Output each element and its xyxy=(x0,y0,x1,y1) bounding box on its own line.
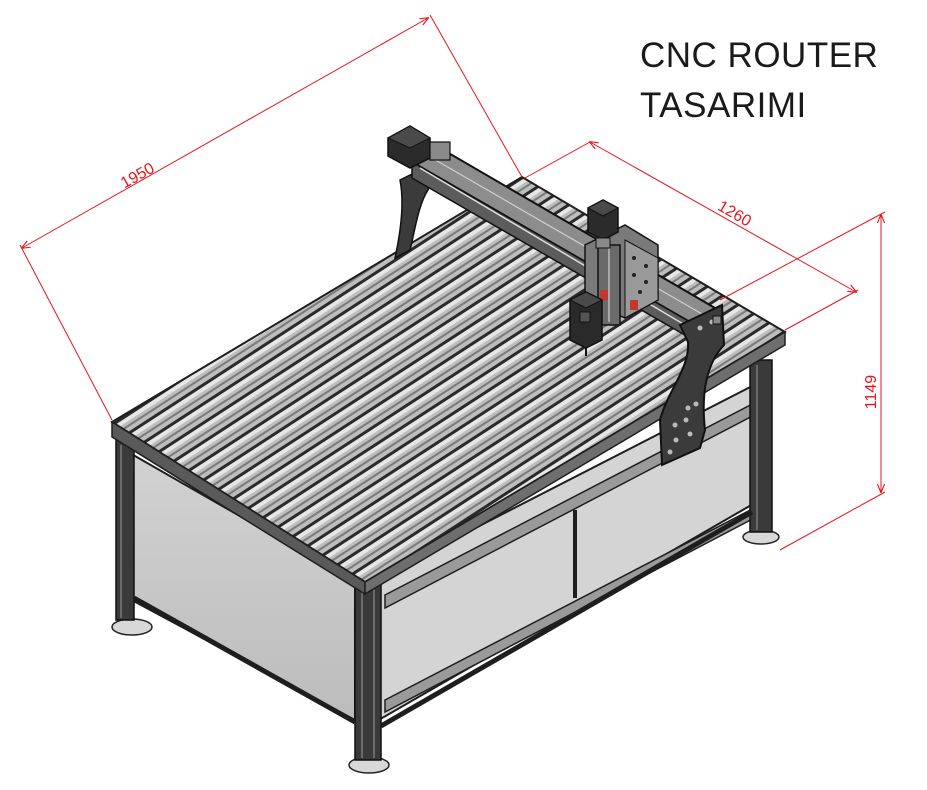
machine-feet xyxy=(111,529,780,774)
drawing-title-line2: TASARIMI xyxy=(640,86,807,125)
drawing-title-line1: CNC ROUTER xyxy=(640,36,879,75)
gantry-right-side-plate xyxy=(658,303,726,467)
dimension-lines xyxy=(19,14,886,551)
dimension-height-label: 1149 xyxy=(863,375,880,410)
spindle-motor xyxy=(568,291,604,356)
dimension-length-label: 1950 xyxy=(118,160,157,192)
dimension-width-label: 1260 xyxy=(715,198,754,231)
